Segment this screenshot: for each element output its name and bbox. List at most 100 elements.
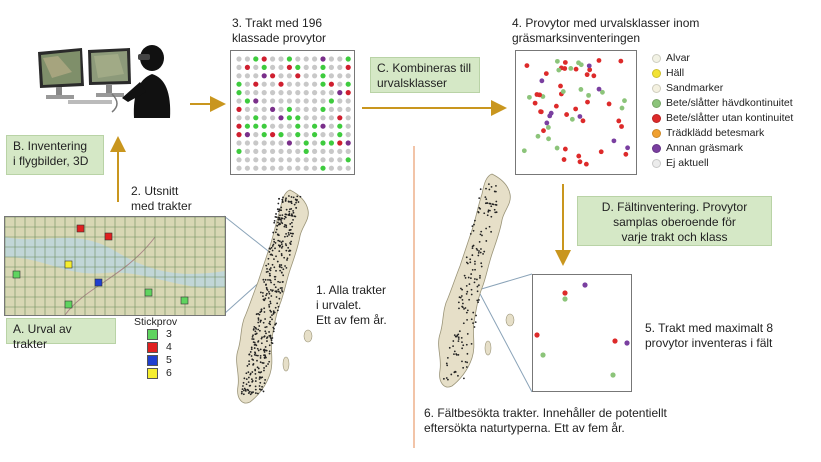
tract-dot [480, 248, 482, 250]
tract-dot [265, 365, 268, 367]
plot-dot [320, 98, 326, 104]
tract-dot [488, 188, 491, 191]
plot-dot [295, 123, 301, 129]
tract-dot [270, 295, 273, 297]
tract-dot [275, 255, 277, 258]
tract-dot [281, 198, 284, 201]
plot-dot [312, 106, 318, 112]
tract-dot [272, 313, 275, 315]
plot-dot [244, 73, 250, 79]
tract-dot [241, 388, 244, 391]
tract-dot [273, 266, 276, 269]
class-plot-dot [625, 145, 631, 151]
tract-dot [292, 218, 294, 221]
tract-dot [475, 247, 478, 250]
plot-dot [320, 115, 326, 121]
tract-dot [272, 243, 275, 246]
tract-dot [295, 199, 298, 202]
tract-dot [271, 263, 274, 266]
tract-dot [290, 240, 293, 243]
tract-dot [466, 309, 469, 312]
tract-dot [299, 195, 302, 198]
plot-dot [261, 115, 267, 121]
class-plot-dot [543, 71, 549, 77]
zoom-line-field-bottom [477, 289, 533, 393]
step5-label: 5. Trakt med maximalt 8 provytor invente… [645, 321, 774, 350]
plot-dot [337, 73, 343, 79]
tract-dot [277, 305, 280, 308]
tract-dot [268, 268, 271, 271]
tract-dot [269, 309, 272, 312]
plot-dot [328, 106, 334, 112]
tract-dot [243, 377, 246, 380]
class-plot-dot [622, 98, 627, 104]
tract-dot [447, 378, 449, 381]
box-a-urval: A. Urval av trakter [6, 318, 116, 351]
tract-dot [490, 205, 493, 208]
tract-dot [280, 264, 283, 266]
tract-dot [279, 214, 281, 217]
island-gotland [303, 329, 313, 343]
tract-dot [269, 334, 272, 337]
plot-dot [244, 140, 250, 146]
plot-dot [286, 81, 292, 87]
plot-dot [286, 98, 292, 104]
tract-dot [272, 310, 275, 312]
tract-dot [291, 225, 294, 228]
sweden-map-visited-tracts-icon [438, 173, 515, 388]
tract-dot [453, 350, 456, 353]
tract-dot [472, 244, 475, 247]
plot-dot [328, 165, 334, 171]
tract-dot [462, 377, 465, 380]
plot-dot [253, 165, 259, 171]
plot-dot [345, 123, 351, 129]
plot-dot [345, 98, 351, 104]
tract-dot [279, 244, 282, 247]
legend-item-bete-utan: Bete/slåtter utan kontinuitet [652, 112, 793, 124]
tract-dot [483, 250, 486, 253]
tract-dot [268, 247, 271, 250]
tract-dot [281, 217, 284, 220]
tract-dot [284, 235, 286, 238]
tract-dot [271, 337, 274, 339]
tract-dot [291, 232, 294, 235]
tract-dot [263, 369, 265, 372]
tract-dot [254, 380, 257, 382]
tract-dot [248, 363, 251, 366]
plot-dot [320, 106, 326, 112]
road-line [64, 236, 156, 315]
class-plot-dot [562, 60, 568, 65]
tract-dot [485, 240, 488, 242]
tract-dot [485, 187, 487, 190]
tract-dot [256, 366, 259, 369]
tract-dot [260, 308, 263, 311]
plot-dot [236, 98, 242, 104]
tract-dot [274, 231, 277, 234]
plot-dot [236, 165, 242, 171]
plot-dot [278, 106, 284, 112]
plot-dot [236, 140, 242, 146]
tract-dot [465, 343, 468, 346]
tract-dot [263, 367, 265, 369]
tract-dot [252, 338, 255, 341]
plot-dot [295, 115, 301, 121]
plot-dot [337, 132, 343, 138]
tract-dot [472, 229, 475, 232]
plot-dot [244, 157, 250, 163]
tract-dot [279, 292, 282, 294]
tract-dot [293, 203, 296, 206]
tract-196-plots-grid [230, 50, 355, 175]
plot-dot [244, 90, 250, 96]
legend-item-hall: Häll [652, 67, 684, 79]
tract-dot [275, 291, 278, 293]
tract-dot [275, 296, 278, 298]
tract-dot [475, 314, 477, 317]
tract-dot [251, 358, 254, 361]
tract-dot [290, 202, 293, 205]
plot-dot [320, 157, 326, 163]
tract-dot [267, 263, 270, 265]
tract-dot [261, 336, 263, 339]
plot-dot [328, 73, 334, 79]
plot-dot [312, 90, 318, 96]
tract-dot [470, 342, 473, 345]
